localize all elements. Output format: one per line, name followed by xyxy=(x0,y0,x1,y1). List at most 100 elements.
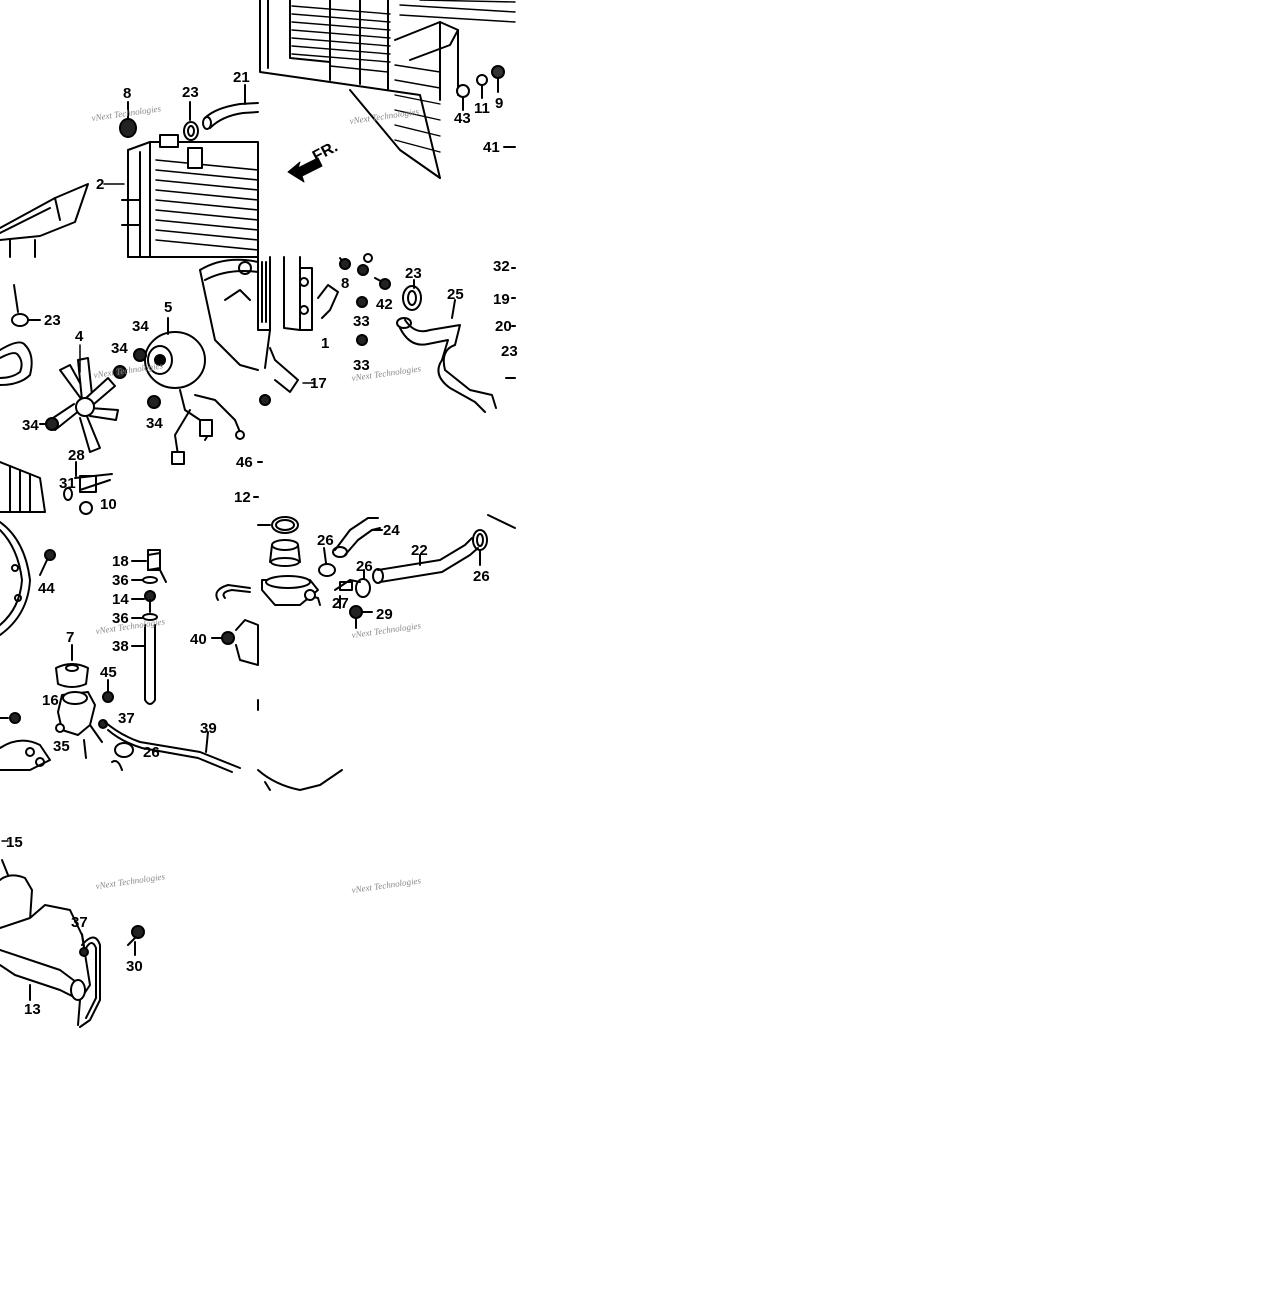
hose-clamp-drawing xyxy=(0,284,41,386)
tile-shroud: FR. xyxy=(259,0,516,183)
reserve-hose-drawing xyxy=(79,933,101,1028)
fan-shroud-drawing xyxy=(199,258,259,371)
part-label: 9 xyxy=(495,95,503,112)
part-label: 36 xyxy=(112,572,129,589)
tile-fan xyxy=(0,258,259,515)
thermostat-drawing xyxy=(257,516,321,606)
part-label: 26 xyxy=(143,744,160,761)
part-label: 34 xyxy=(22,417,39,434)
nuts-drawing xyxy=(39,348,161,431)
part-label: 35 xyxy=(53,738,70,755)
shroud-drawing xyxy=(0,183,89,258)
thermostat-housing-left-drawing xyxy=(211,584,259,711)
part-label: 17 xyxy=(310,375,327,392)
hose-drawing xyxy=(202,84,259,130)
part-label: 22 xyxy=(411,542,428,559)
part-label: 23 xyxy=(405,265,422,282)
part-label: 46 xyxy=(236,454,253,471)
part-label: 1 xyxy=(321,335,329,352)
part-label: 21 xyxy=(233,69,250,86)
tile-thermostat xyxy=(257,514,516,791)
part-label: 32 xyxy=(493,258,510,275)
part-label: 20 xyxy=(495,318,512,335)
part-label: 26 xyxy=(356,558,373,575)
part-label: 43 xyxy=(454,110,471,127)
part-label: 27 xyxy=(332,595,349,612)
forward-arrow: FR. xyxy=(287,138,341,183)
part-label: 36 xyxy=(112,610,129,627)
part-label: 7 xyxy=(66,629,74,646)
part-label: 26 xyxy=(473,568,490,585)
part-label: 5 xyxy=(164,299,172,316)
part-label: 38 xyxy=(112,638,129,655)
part-label: 2 xyxy=(96,176,104,193)
watermark: vNext Technologies xyxy=(349,106,420,126)
reserve-tank-drawing xyxy=(0,859,91,1026)
part-label: 18 xyxy=(112,553,129,570)
part-label: 23 xyxy=(501,343,518,360)
part-label: 40 xyxy=(190,631,207,648)
hose-25-drawing xyxy=(253,267,516,498)
part-label: 8 xyxy=(341,275,349,292)
part-label: 37 xyxy=(71,914,88,931)
watermark: vNext Technologies xyxy=(351,620,422,640)
radiator-drawing xyxy=(121,134,259,258)
radiator-side-drawing xyxy=(257,253,373,406)
part-label: 30 xyxy=(126,958,143,975)
clamp-drawing xyxy=(183,101,199,141)
shroud-grille-drawing xyxy=(259,0,516,179)
overflow-hose-39-drawing xyxy=(104,721,241,773)
bolt-30-drawing xyxy=(127,925,145,956)
motor-side-drawing xyxy=(0,521,31,636)
part-label: 23 xyxy=(182,84,199,101)
part-label: 12 xyxy=(234,489,251,506)
part-label: 28 xyxy=(68,447,85,464)
filler-neck-drawing xyxy=(55,644,114,759)
part-label: 45 xyxy=(100,664,117,681)
part-label: 14 xyxy=(112,591,129,608)
part-label: 25 xyxy=(447,286,464,303)
watermark: vNext Technologies xyxy=(351,875,422,895)
cap-drawing xyxy=(119,101,137,138)
part-label: 15 xyxy=(6,834,23,851)
sensor-drawing xyxy=(0,461,113,515)
part-label: 39 xyxy=(200,720,217,737)
part-label: 31 xyxy=(59,475,76,492)
tile-filler-neck xyxy=(0,521,259,773)
bolts-drawing xyxy=(456,65,516,148)
part-label: 44 xyxy=(38,580,55,597)
part-label: 24 xyxy=(383,522,400,539)
part-label: 23 xyxy=(44,312,61,329)
part-label: 34 xyxy=(132,318,149,335)
part-label: 34 xyxy=(111,340,128,357)
bolts-33-42-drawing xyxy=(356,277,391,346)
part-label: 37 xyxy=(118,710,135,727)
part-label: 42 xyxy=(376,296,393,313)
hose-39-end-drawing xyxy=(257,769,343,791)
part-label: 33 xyxy=(353,357,370,374)
part-label: 13 xyxy=(24,1001,41,1018)
part-label: 41 xyxy=(483,139,500,156)
part-label: 19 xyxy=(493,291,510,308)
part-label: 34 xyxy=(146,415,163,432)
bolt-44-drawing xyxy=(39,549,56,576)
part-label: 11 xyxy=(474,100,490,117)
fittings-26-27-29-drawing xyxy=(318,547,373,629)
part-number-labels: 8 23 21 2 43 11 9 41 23 4 34 34 5 34 34 … xyxy=(6,69,518,1018)
part-label: 10 xyxy=(100,496,117,513)
tile-reserve-tank xyxy=(0,840,145,1028)
left-fittings-drawing xyxy=(0,712,51,771)
part-label: 33 xyxy=(353,313,370,330)
hose-24-drawing xyxy=(332,517,383,558)
part-label: 16 xyxy=(42,692,59,709)
part-label: 4 xyxy=(75,328,84,345)
tile-radiator-top xyxy=(0,84,259,258)
fan-blade-drawing xyxy=(49,357,119,453)
part-label: 8 xyxy=(123,85,131,102)
tile-radiator-hoses xyxy=(253,253,516,498)
hose-22-drawing xyxy=(372,514,516,584)
watermark: vNext Technologies xyxy=(95,871,166,891)
part-label: 26 xyxy=(317,532,334,549)
part-label: 29 xyxy=(376,606,393,623)
